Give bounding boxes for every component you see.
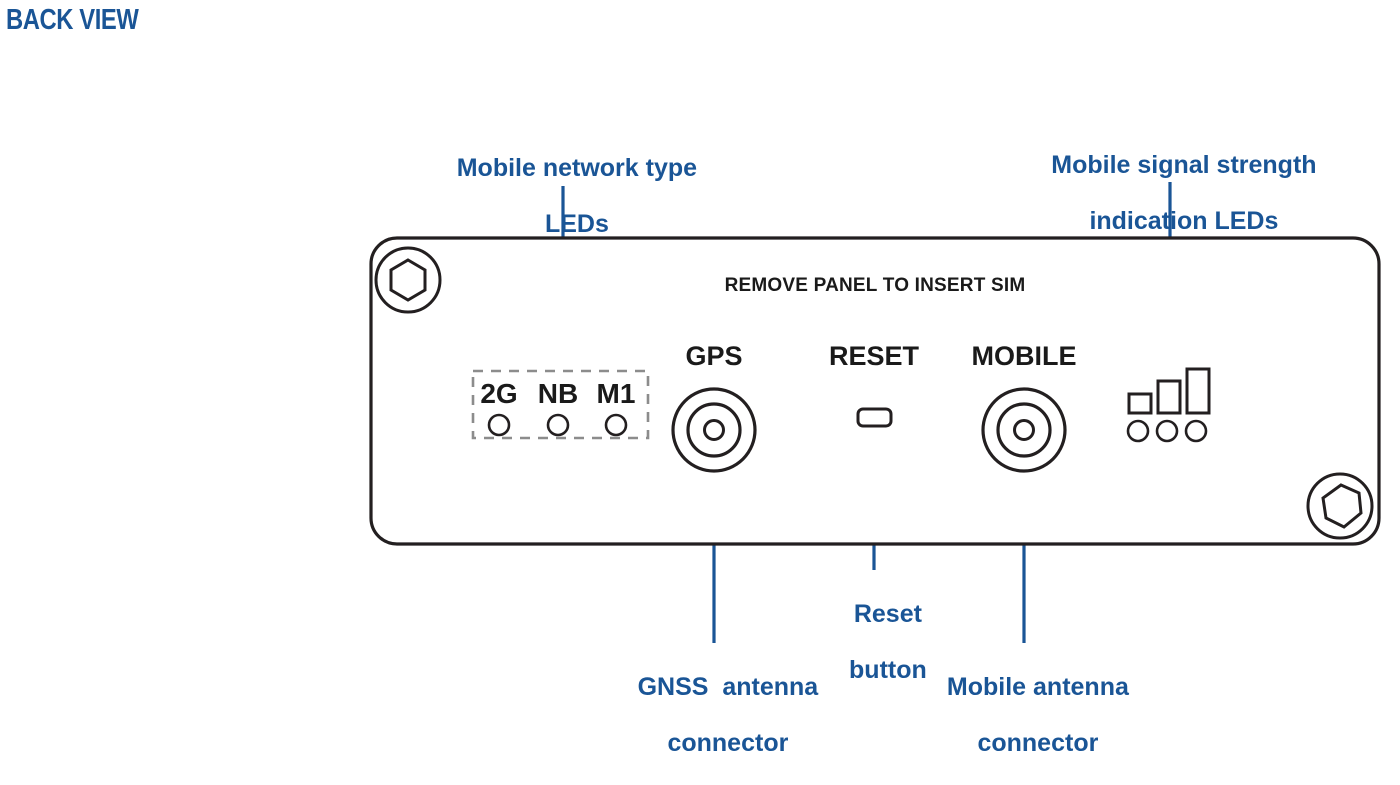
mobile-antenna-connector: [981, 387, 1067, 473]
device-panel-body: [369, 236, 1381, 546]
port-label-reset: RESET: [828, 341, 920, 371]
device-back-view-illustration: [369, 182, 1381, 643]
diagram-stage: BACK VIEW: [6, 4, 1381, 757]
callout-line-1: Mobile signal strength: [1051, 151, 1317, 179]
callout-line-1: Reset: [853, 600, 922, 628]
callout-line-1: GNSS antenna: [637, 673, 819, 701]
network-led-dashed-box: [471, 369, 650, 440]
signal-bar-1: [1127, 392, 1153, 415]
signal-led-1: [1126, 419, 1150, 443]
signal-bar-3: [1185, 367, 1211, 415]
callout-mobile-antenna-connector: Mobile antenna connector: [874, 645, 1174, 785]
led-2g: [487, 413, 511, 437]
network-type-led-group: [471, 369, 650, 440]
callout-mobile-network-type-leds: Mobile network type LEDs: [403, 126, 723, 266]
callout-line-2: connector: [977, 729, 1099, 757]
callout-reset-button: Reset button: [774, 572, 974, 712]
gps-antenna-connector: [671, 387, 757, 473]
signal-led-2: [1155, 419, 1179, 443]
hex-screw-top-left: [374, 246, 442, 314]
network-led-label-nb: NB: [537, 378, 579, 409]
remove-panel-instruction: REMOVE PANEL TO INSERT SIM: [724, 275, 1026, 296]
led-nb: [546, 413, 570, 437]
callout-line-1: Mobile network type: [456, 154, 698, 182]
led-m1: [604, 413, 628, 437]
callout-line-2: connector: [667, 729, 789, 757]
reset-button-pinhole: [856, 407, 893, 428]
page-title: BACK VIEW: [6, 4, 139, 36]
callout-line-2: LEDs: [544, 210, 609, 238]
callout-line-1: Mobile antenna: [946, 673, 1129, 701]
network-led-label-2g: 2G: [480, 378, 518, 409]
signal-led-3: [1184, 419, 1208, 443]
callout-mobile-signal-strength-leds: Mobile signal strength indication LEDs: [1010, 123, 1330, 263]
hex-screw-bottom-right: [1306, 472, 1374, 540]
signal-strength-led-group: [1126, 367, 1211, 443]
port-label-gps: GPS: [685, 341, 743, 371]
callout-line-2: indication LEDs: [1089, 207, 1279, 235]
port-label-mobile: MOBILE: [971, 341, 1077, 371]
callout-line-2: button: [849, 656, 927, 684]
network-led-label-m1: M1: [596, 378, 636, 409]
signal-bar-2: [1156, 379, 1182, 415]
